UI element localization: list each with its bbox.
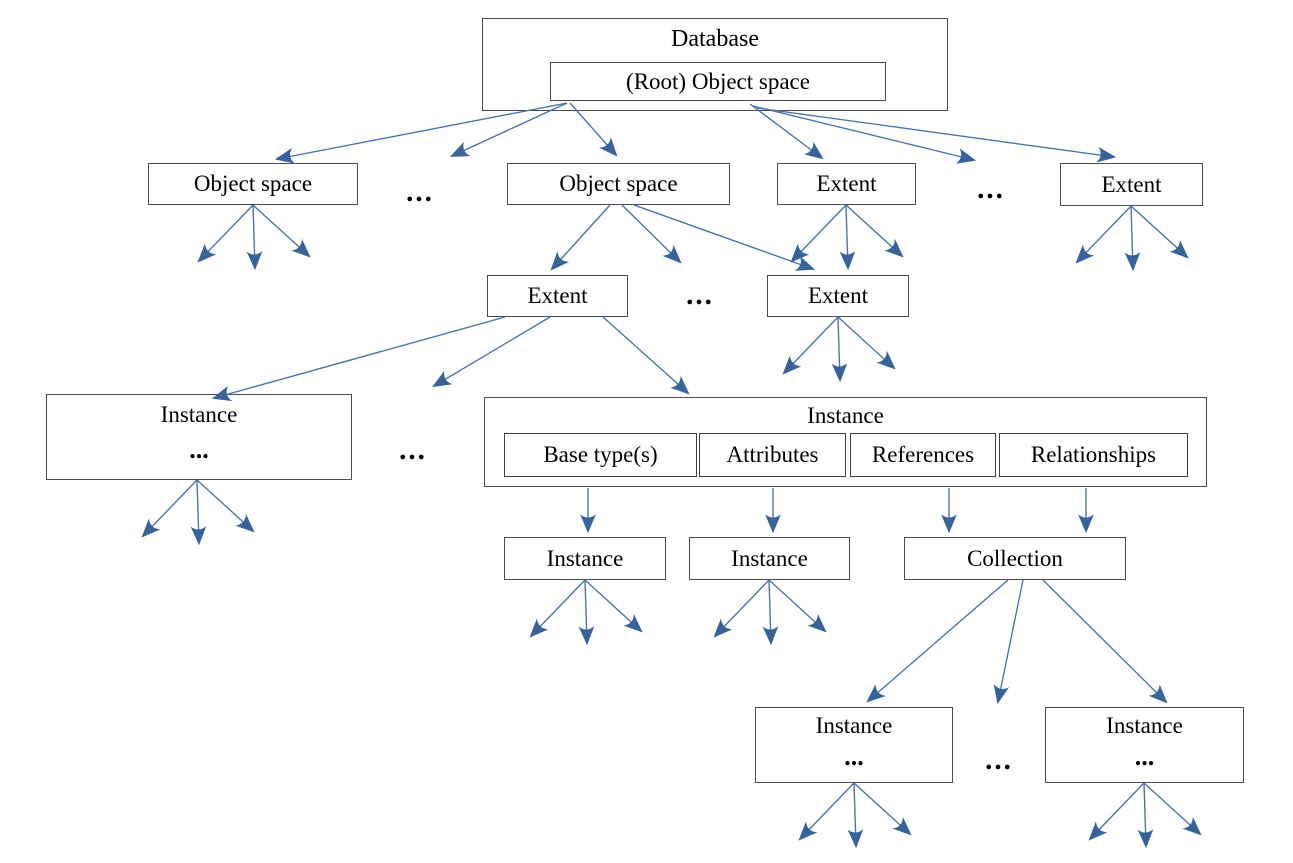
fan-arrow <box>141 479 198 538</box>
extent-l3-right-label: Extent <box>807 283 869 308</box>
instance-box-l6-right: Instance ... <box>1045 707 1244 783</box>
fan-arrow <box>1137 782 1154 849</box>
arrow-connector <box>752 105 977 164</box>
root-object-space-label: (Root) Object space <box>626 68 810 94</box>
instance-l6-right-ellipsis: ... <box>1134 742 1155 771</box>
fan-arrow <box>1075 205 1132 264</box>
cell-attributes-label: Attributes <box>726 442 819 467</box>
fan-arrow <box>798 782 855 841</box>
fan-arrow <box>837 316 896 370</box>
fan-arrow <box>252 204 311 258</box>
ellipsis-level4: ... <box>399 434 427 466</box>
fan-arrow <box>578 579 595 646</box>
extent-box-l2-left: Extent <box>777 163 916 205</box>
fan-arrow <box>847 782 864 849</box>
fan-arrow <box>1088 782 1145 841</box>
fan-arrow <box>762 579 779 646</box>
fan-arrow <box>584 579 643 633</box>
fan-arrow <box>197 204 254 263</box>
collection-label: Collection <box>967 545 1063 571</box>
extent-box-l3-right: Extent <box>767 275 909 317</box>
ellipsis-level2-right: ... <box>977 173 1005 205</box>
ellipsis-level3: ... <box>686 279 714 311</box>
instance-box-l5-mid: Instance <box>689 537 850 580</box>
cell-relationships: Relationships <box>999 433 1188 477</box>
arrow-connector <box>749 103 824 160</box>
extent-l2-right-label: Extent <box>1101 171 1162 197</box>
object-space-box-left: Object space <box>148 163 358 205</box>
instance-l6-left-ellipsis: ... <box>844 742 864 771</box>
fan-arrow <box>1124 205 1141 272</box>
arrow-connector <box>432 316 551 388</box>
fan-arrow <box>713 579 770 638</box>
object-space-mid-label: Object space <box>559 171 678 196</box>
arrow-connector <box>621 204 682 264</box>
database-label: Database <box>671 26 759 52</box>
extent-l3-left-label: Extent <box>527 283 588 308</box>
extent-l2-left-label: Extent <box>816 171 877 196</box>
fan-arrow <box>831 316 848 383</box>
fan-arrow <box>529 579 586 638</box>
arrow-connector <box>602 316 690 395</box>
arrow-connector <box>274 102 568 164</box>
instance-l5-left-label: Instance <box>546 545 624 571</box>
cell-references: References <box>850 433 996 477</box>
arrow-connector <box>1042 579 1168 704</box>
instance-detail-label: Instance <box>807 403 884 428</box>
cell-relationships-label: Relationships <box>1030 442 1157 467</box>
fan-arrow <box>1143 782 1202 836</box>
instance-l6-right-label: Instance <box>1106 713 1183 738</box>
fan-arrow <box>839 204 856 271</box>
fan-arrow <box>768 579 827 633</box>
cell-attributes: Attributes <box>699 433 846 477</box>
object-space-box-mid: Object space <box>507 163 730 205</box>
fan-arrow <box>845 204 904 258</box>
cell-base-types-label: Base type(s) <box>543 442 658 467</box>
fan-arrow <box>1130 205 1189 259</box>
arrow-connector <box>550 204 611 271</box>
cell-references-label: References <box>871 442 975 467</box>
extent-box-l2-right: Extent <box>1060 163 1203 206</box>
ellipsis-level2-left: ... <box>406 176 434 208</box>
object-space-left-label: Object space <box>193 171 313 196</box>
fan-arrow <box>782 316 839 375</box>
arrow-connector <box>633 204 816 271</box>
fan-arrow <box>853 782 912 836</box>
root-object-space-box: (Root) Object space <box>550 62 886 101</box>
instance-summary-label: Instance <box>160 402 238 427</box>
arrow-connector <box>993 579 1024 705</box>
extent-box-l3-left: Extent <box>487 275 628 317</box>
fan-arrow <box>790 204 847 263</box>
arrow-connector <box>756 107 1117 163</box>
arrow-connector <box>866 579 1009 703</box>
instance-l6-left-label: Instance <box>815 713 893 738</box>
instance-l5-mid-label: Instance <box>731 545 808 571</box>
fan-arrow <box>246 204 263 271</box>
instance-box-l5-left: Instance <box>504 537 666 580</box>
instance-summary-box: Instance ... <box>46 394 352 480</box>
arrow-connector <box>211 316 506 402</box>
cell-base-types: Base type(s) <box>504 433 697 477</box>
ellipsis-level6: ... <box>985 744 1013 776</box>
instance-box-l6-left: Instance ... <box>755 707 953 783</box>
fan-arrow <box>190 479 207 546</box>
collection-box: Collection <box>904 537 1126 580</box>
fan-arrow <box>196 479 255 533</box>
instance-summary-ellipsis: ... <box>189 435 209 464</box>
